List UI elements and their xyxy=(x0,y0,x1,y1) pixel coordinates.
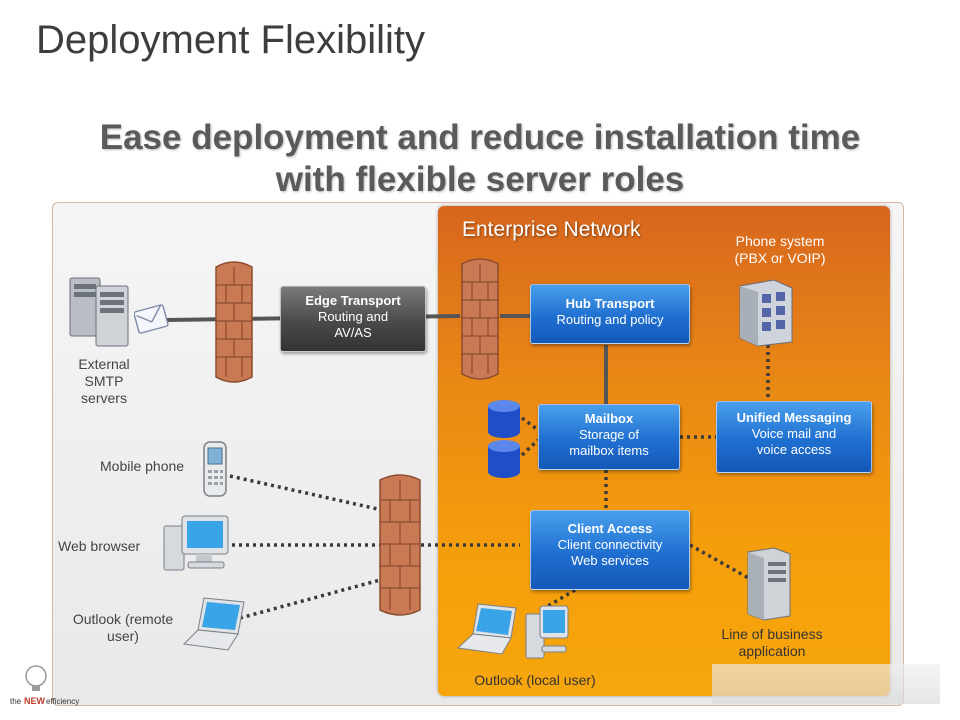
local-computers-icon xyxy=(456,603,569,659)
enterprise-network-label: Enterprise Network xyxy=(462,218,641,241)
label-line: Outlook (remote xyxy=(72,611,174,627)
web-browser-label: Web browser xyxy=(58,538,141,554)
label-line: servers xyxy=(81,390,127,406)
role-title: Edge Transport xyxy=(305,293,401,308)
subtitle-line-2: with flexible server roles xyxy=(275,160,685,199)
mobile-phone-label: Mobile phone xyxy=(100,458,185,474)
role-desc: Routing and policy xyxy=(556,312,664,327)
label-line: External xyxy=(78,356,130,372)
logo-text-efficiency: efficiency xyxy=(46,697,79,706)
role-title: Client Access xyxy=(567,521,653,536)
role-desc: Routing and xyxy=(317,309,389,324)
database-icon xyxy=(488,400,520,478)
edge-transport-role: Edge Transport Routing and AV/AS xyxy=(280,286,426,352)
role-desc: Voice mail and xyxy=(751,426,837,441)
hub-transport-role: Hub Transport Routing and policy xyxy=(530,284,690,344)
label-line: Phone system xyxy=(735,233,825,249)
footer-tagline-bar xyxy=(712,664,940,704)
logo-text-new: NEW xyxy=(24,696,46,706)
role-desc: AV/AS xyxy=(334,325,372,340)
label-line: user) xyxy=(107,628,139,644)
role-title: Hub Transport xyxy=(565,296,655,311)
label-line: SMTP xyxy=(84,373,124,389)
logo-text-the: the xyxy=(10,697,22,706)
mobile-phone-icon xyxy=(203,441,227,497)
label-line: application xyxy=(738,643,806,659)
role-title: Unified Messaging xyxy=(736,410,852,425)
subtitle-line-1: Ease deployment and reduce installation … xyxy=(99,118,861,157)
server-icon xyxy=(747,547,791,621)
phone-system-icon xyxy=(739,279,793,347)
page-title: Deployment Flexibility xyxy=(36,18,426,62)
laptop-icon xyxy=(182,597,245,651)
unified-messaging-role: Unified Messaging Voice mail and voice a… xyxy=(716,401,872,473)
slide-subtitle: Ease deployment and reduce installation … xyxy=(40,117,920,201)
email-envelope-icon xyxy=(134,304,169,334)
role-desc: voice access xyxy=(756,442,832,457)
label-line: Line of business xyxy=(721,626,823,642)
role-desc: Storage of xyxy=(579,427,639,442)
mailbox-role: Mailbox Storage of mailbox items xyxy=(538,404,680,470)
outlook-local-label: Outlook (local user) xyxy=(474,672,596,688)
role-desc: mailbox items xyxy=(569,443,649,458)
firewall-icon xyxy=(215,261,253,383)
client-access-role: Client Access Client connectivity Web se… xyxy=(530,510,690,590)
external-smtp-label: External SMTP servers xyxy=(74,356,134,407)
outlook-remote-label: Outlook (remote user) xyxy=(64,611,182,645)
role-title: Mailbox xyxy=(584,411,634,426)
new-efficiency-logo: the NEW efficiency xyxy=(8,660,88,715)
label-line: (PBX or VOIP) xyxy=(734,250,826,266)
phone-system-label: Phone system (PBX or VOIP) xyxy=(722,233,838,267)
bulb-logo-icon: the NEW efficiency xyxy=(10,665,79,706)
desktop-computer-icon xyxy=(163,515,229,571)
firewall-icon xyxy=(379,474,421,616)
line-of-business-label: Line of business application xyxy=(708,626,836,660)
firewall-icon xyxy=(461,258,499,380)
role-desc: Client connectivity xyxy=(557,537,663,552)
role-desc: Web services xyxy=(571,553,649,568)
server-icon xyxy=(69,277,129,347)
